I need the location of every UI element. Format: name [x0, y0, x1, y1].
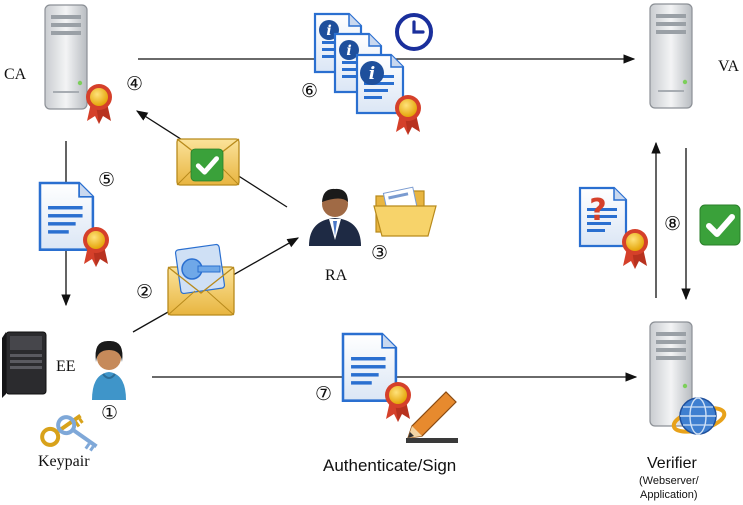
envelope-key-icon	[167, 243, 235, 316]
step-7-marker: ⑦	[315, 383, 333, 405]
step-5-marker: ⑤	[98, 169, 116, 191]
verifier-server-icon	[649, 321, 693, 427]
va-label: VA	[718, 58, 740, 75]
authenticate-sign-label: Authenticate/Sign	[323, 456, 457, 475]
ra-label: RA	[325, 267, 348, 284]
envelope-check-icon	[176, 138, 240, 186]
folder-icon	[373, 186, 437, 237]
svg-text:?: ?	[589, 193, 606, 228]
ca-label: CA	[4, 66, 27, 83]
ee-person-icon	[92, 340, 126, 400]
svg-text:i: i	[346, 43, 351, 59]
question-certificate-icon: ?	[578, 186, 648, 269]
va-server-icon	[649, 3, 693, 109]
step-3-marker: ③	[371, 242, 389, 264]
svg-text:i: i	[326, 23, 331, 39]
globe-icon	[671, 397, 727, 435]
step-6-marker: ⑥	[301, 80, 319, 102]
pencil-icon	[406, 391, 458, 443]
issued-certificate-icon	[38, 181, 109, 267]
step-1-marker: ①	[101, 402, 119, 424]
ca-seal-icon	[86, 84, 112, 124]
verifier-sublabel-1: (Webserver/	[639, 475, 699, 487]
svg-text:i: i	[369, 64, 375, 84]
checkmark-icon	[700, 205, 740, 245]
tower-pc-icon	[2, 331, 47, 398]
keypair-label: Keypair	[38, 453, 90, 470]
ra-person-icon	[309, 188, 361, 246]
step-8-marker: ⑧	[664, 213, 682, 235]
keys-icon	[40, 414, 98, 452]
ee-label: EE	[56, 358, 76, 375]
step-4-marker: ④	[126, 73, 144, 95]
signed-certificate-icon	[341, 332, 411, 422]
step-2-marker: ②	[136, 281, 154, 303]
verifier-sublabel-2: Application)	[640, 489, 698, 501]
verifier-label: Verifier	[647, 455, 697, 472]
certificate-list-icon: i i i	[313, 12, 421, 135]
clock-icon	[395, 13, 433, 51]
ca-server-icon	[44, 4, 88, 110]
